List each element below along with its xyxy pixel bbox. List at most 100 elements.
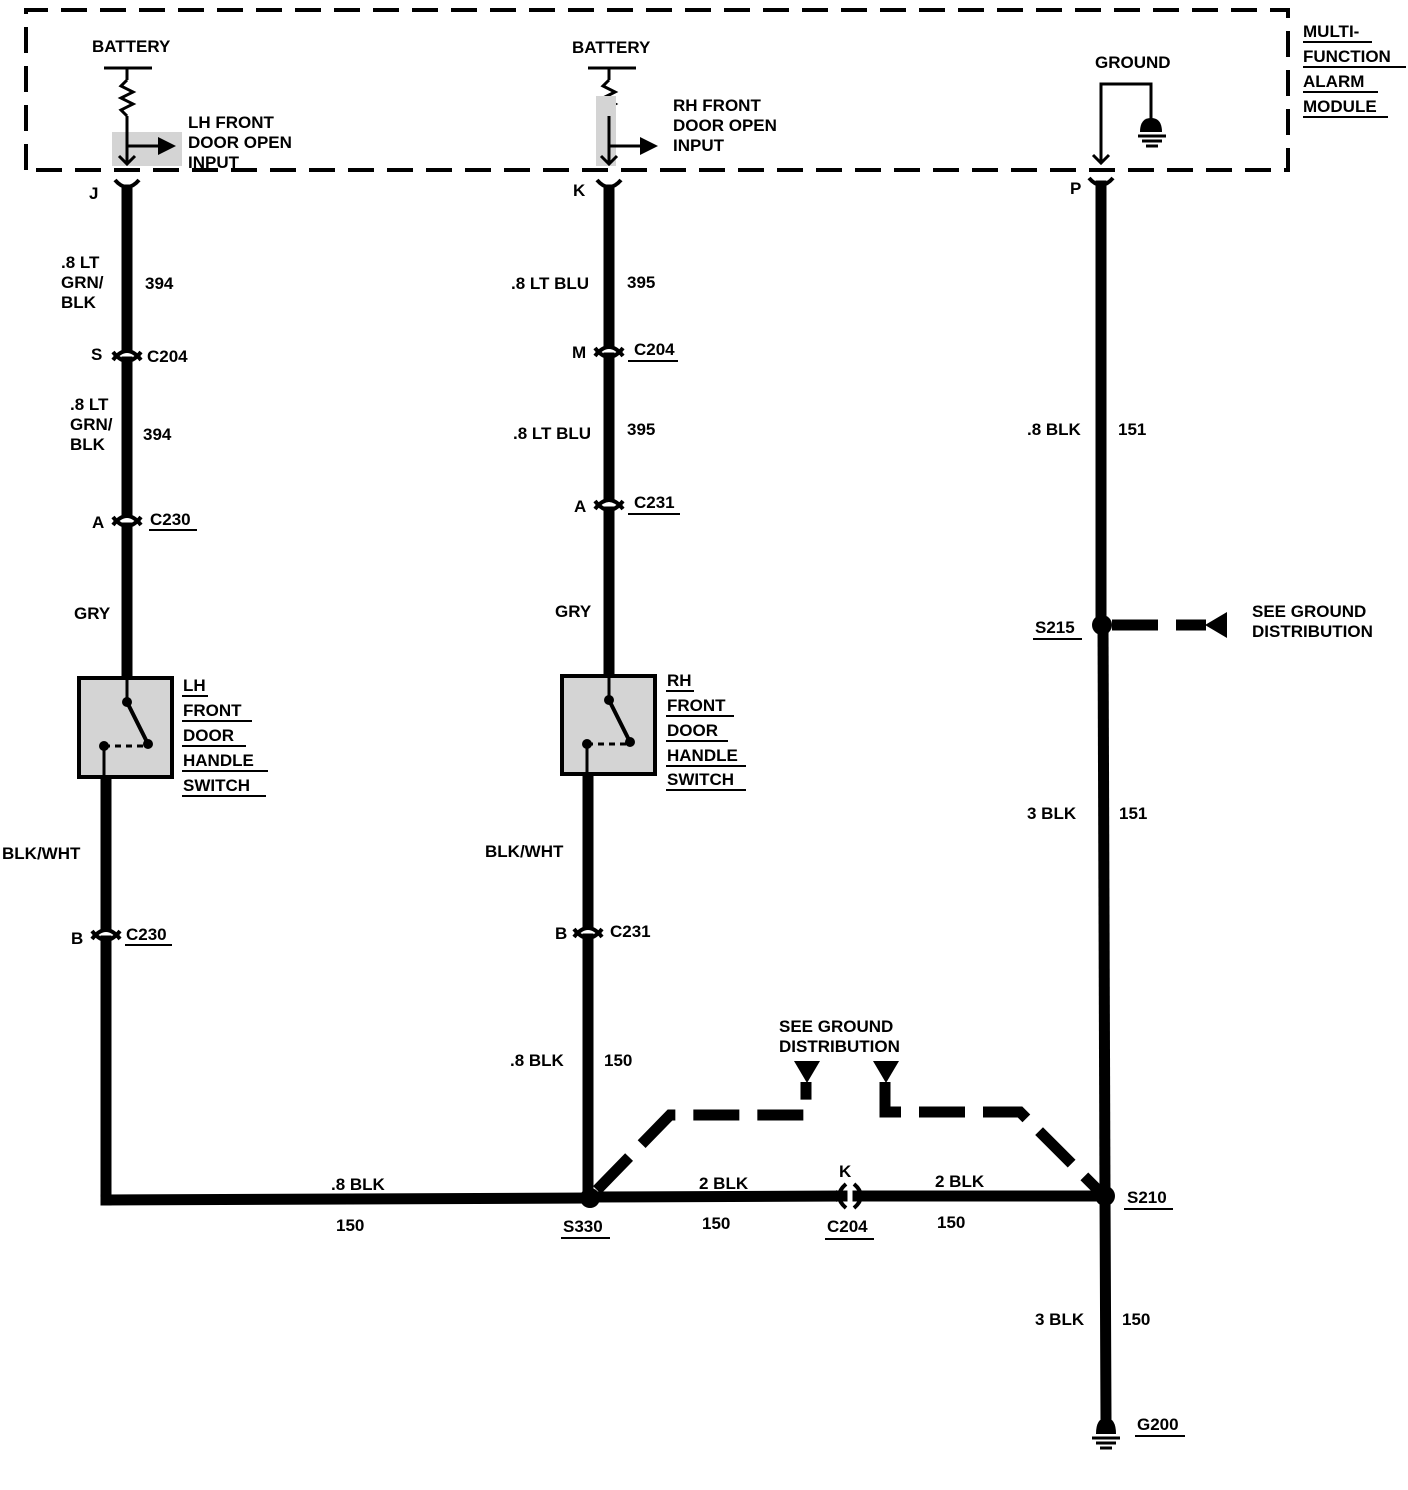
module-boundary — [24, 8, 1290, 172]
lh-door-handle-switch: LH FRONT DOOR HANDLE SWITCH — [77, 676, 268, 797]
lh-input-arrow-icon — [158, 137, 176, 155]
module-title-line-2: FUNCTION — [1303, 47, 1391, 66]
g200-label: G200 — [1137, 1415, 1179, 1434]
rh-door-circuit: .8 LT BLU 395 M C204 .8 LT BLU 395 A C23… — [485, 178, 746, 1202]
rh-switch-line-3: DOOR — [667, 721, 718, 740]
bus-right-wire-color: 2 BLK — [935, 1172, 985, 1191]
module-title-line-4: MODULE — [1303, 97, 1377, 116]
s215-see-ground-arrow-icon — [1205, 612, 1227, 638]
module-title-line-3: ALARM — [1303, 72, 1364, 91]
lh-wire1-line-2: GRN/ — [61, 273, 104, 292]
rh-switch-line-4: HANDLE — [667, 746, 738, 765]
lh-bottom-wire-circuit: 150 — [336, 1216, 364, 1235]
bus-right-wire-circuit: 150 — [937, 1213, 965, 1232]
lh-pin-j-connector-icon — [113, 178, 141, 189]
rh-battery-label: BATTERY — [572, 38, 651, 57]
rh-wire5-color: .8 BLK — [510, 1051, 565, 1070]
lh-wire3-color: GRY — [74, 604, 111, 623]
lh-wire2-line-3: BLK — [70, 435, 106, 454]
bus-left-wire-color: 2 BLK — [699, 1174, 749, 1193]
bus-c204-name: C204 — [827, 1217, 868, 1236]
rh-wire3-color: GRY — [555, 602, 592, 621]
see-ground-center-right-arrow-icon — [873, 1061, 899, 1083]
ground-wire3-color: 3 BLK — [1035, 1310, 1085, 1329]
module-ground-icon — [1140, 118, 1162, 132]
multi-function-alarm-module: MULTI- FUNCTION ALARM MODULE BATTERY LH … — [24, 8, 1406, 203]
lh-input-line-2: DOOR OPEN — [188, 133, 292, 152]
s210-splice-label: S210 — [1127, 1188, 1167, 1207]
lh-c230-lower-name: C230 — [126, 925, 167, 944]
ground-wire-151-lower — [1097, 618, 1111, 1202]
lh-door-circuit: .8 LT GRN/ BLK 394 S C204 .8 LT GRN/ BLK… — [2, 178, 594, 1235]
see-ground-center-line-2: DISTRIBUTION — [779, 1037, 900, 1056]
rh-switch-line-1: RH — [667, 671, 692, 690]
rh-input-line-3: INPUT — [673, 136, 725, 155]
lh-switch-line-1: LH — [183, 676, 206, 695]
rh-input-shade — [596, 96, 616, 166]
lh-input-line-1: LH FRONT — [188, 113, 275, 132]
rh-c231-lower-connector: B C231 — [555, 922, 651, 943]
rh-c204-pin: M — [572, 343, 586, 362]
s330-splice-label: S330 — [563, 1217, 603, 1236]
ground-wire-150-to-g200 — [1099, 1190, 1112, 1426]
lh-switch-line-2: FRONT — [183, 701, 242, 720]
lh-switch-line-4: HANDLE — [183, 751, 254, 770]
rh-switch-line-2: FRONT — [667, 696, 726, 715]
ground-wire3-circuit: 150 — [1122, 1310, 1150, 1329]
rh-input-line-2: DOOR OPEN — [673, 116, 777, 135]
module-ground-label: GROUND — [1095, 53, 1171, 72]
rh-pin-k-connector-icon — [595, 178, 623, 189]
see-ground-dashed-right — [879, 1082, 1102, 1194]
lh-wire-150-bottom — [100, 1192, 594, 1206]
rh-door-handle-switch: RH FRONT DOOR HANDLE SWITCH — [560, 671, 746, 791]
ground-wire1-circuit: 151 — [1118, 420, 1146, 439]
rh-c231-upper-pin: A — [574, 497, 586, 516]
bus-c204-connector: K C204 — [825, 1162, 874, 1240]
module-internal-ground: GROUND — [1091, 53, 1171, 166]
see-ground-right-line-1: SEE GROUND — [1252, 602, 1366, 621]
ground-circuit: .8 BLK 151 S215 SEE GROUND DISTRIBUTION … — [1027, 176, 1373, 1450]
ground-wire2-color: 3 BLK — [1027, 804, 1077, 823]
rh-c204-name: C204 — [634, 340, 675, 359]
lh-c230-lower-pin: B — [71, 929, 83, 948]
lh-c230-upper-name: C230 — [150, 510, 191, 529]
lh-c230-upper-pin: A — [92, 513, 104, 532]
bus-c204-pin: K — [839, 1162, 852, 1181]
lh-input-line-3: INPUT — [188, 153, 240, 172]
rh-wire2-color: .8 LT BLU — [513, 424, 591, 443]
lh-wire1-line-3: BLK — [61, 293, 97, 312]
lh-wire1-circuit: 394 — [145, 274, 174, 293]
rh-c231-lower-pin: B — [555, 924, 567, 943]
ground-wire2-circuit: 151 — [1119, 804, 1147, 823]
rh-wire4-color: BLK/WHT — [485, 842, 564, 861]
bus-wire-left — [584, 1190, 848, 1203]
lh-bottom-wire-size: .8 BLK — [331, 1175, 386, 1194]
rh-c231-lower-name: C231 — [610, 922, 651, 941]
see-ground-dashed-left — [593, 1082, 812, 1194]
lh-c204-pin: S — [91, 345, 102, 364]
lh-wire4-color: BLK/WHT — [2, 844, 81, 863]
lh-wire2-circuit: 394 — [143, 425, 172, 444]
rh-wire1-circuit: 395 — [627, 273, 655, 292]
bottom-bus: S330 2 BLK 150 K C204 2 BLK 150 SEE GROU… — [561, 1017, 1111, 1240]
rh-wire2-circuit: 395 — [627, 420, 655, 439]
s215-splice-dot — [1092, 615, 1112, 635]
g200-ground-icon — [1092, 1418, 1120, 1450]
rh-battery-feed: BATTERY RH FRONT DOOR OPEN INPUT — [572, 38, 777, 167]
rh-wire1-color: .8 LT BLU — [511, 274, 589, 293]
lh-c230-upper-connector: A C230 — [92, 510, 197, 532]
lh-c204-connector: S C204 — [91, 345, 188, 366]
s330-splice-dot — [580, 1188, 600, 1208]
lh-switch-line-5: SWITCH — [183, 776, 250, 795]
rh-input-line-1: RH FRONT — [673, 96, 761, 115]
rh-module-pin: K — [573, 181, 586, 200]
lh-c230-lower-connector: B C230 — [71, 925, 172, 948]
lh-battery-label: BATTERY — [92, 37, 171, 56]
lh-c204-name: C204 — [147, 347, 188, 366]
rh-wire5-circuit: 150 — [604, 1051, 632, 1070]
rh-switch-line-5: SWITCH — [667, 770, 734, 789]
rh-c204-connector: M C204 — [572, 340, 678, 362]
ground-module-pin: P — [1070, 179, 1081, 198]
lh-wire1-line-1: .8 LT — [61, 253, 100, 272]
see-ground-center-left-arrow-icon — [794, 1061, 820, 1083]
